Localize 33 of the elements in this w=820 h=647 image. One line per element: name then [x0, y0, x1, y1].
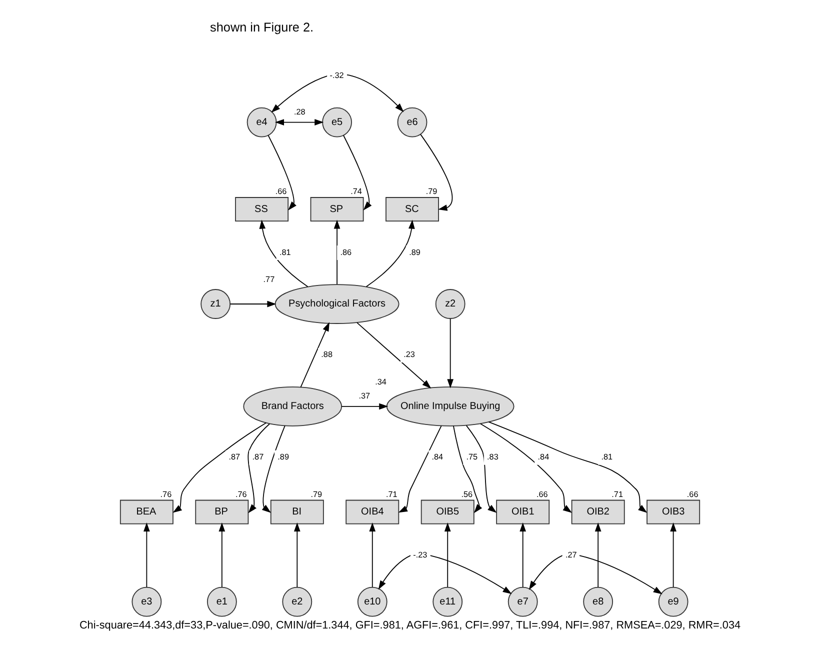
node-label: .74 — [350, 187, 362, 196]
edge-label: .75 — [466, 452, 478, 462]
edge-label: .27 — [565, 550, 577, 560]
node-label: .79 — [310, 490, 322, 499]
node-label: .66 — [686, 490, 698, 499]
edge-label: .89 — [278, 452, 289, 462]
edge-label: .84 — [432, 452, 444, 462]
edge-label: .86 — [340, 248, 352, 257]
node-label: .77 — [263, 274, 275, 284]
node-label: .76 — [236, 490, 247, 499]
node-label: .56 — [461, 490, 473, 499]
node-label: .71 — [612, 490, 624, 499]
caption: Chi-square=44.343,df=33,P-value=.090, CMIN/df=1.344, GFI=.981, AGFI=.961, CFI=.997, TLI=.994, NFI=.987, RMSEA=.029, RMR=.034 — [79, 620, 741, 632]
label: shown in Figure 2. — [210, 20, 314, 34]
node-label: .66 — [536, 490, 548, 499]
edge-label: .89 — [409, 248, 420, 257]
edge-label: .28 — [294, 107, 306, 116]
edge-label: -.32 — [330, 71, 344, 80]
node-label: .66 — [275, 187, 287, 196]
node-label: .79 — [426, 187, 438, 196]
edge-label: .81 — [279, 248, 291, 257]
node-label: .76 — [160, 490, 172, 499]
edge-label: .88 — [321, 350, 332, 360]
edge-label: .37 — [358, 391, 370, 400]
edge-label: .87 — [228, 452, 240, 462]
edge-label: .81 — [601, 452, 613, 462]
node-label: .34 — [375, 377, 386, 386]
edge-label: .87 — [252, 452, 264, 462]
edge-label: -.23 — [413, 550, 428, 560]
edge-label: .23 — [404, 350, 415, 360]
node-label: .71 — [386, 490, 398, 499]
edge-label: .83 — [487, 452, 498, 462]
edge-label: .84 — [538, 452, 550, 462]
